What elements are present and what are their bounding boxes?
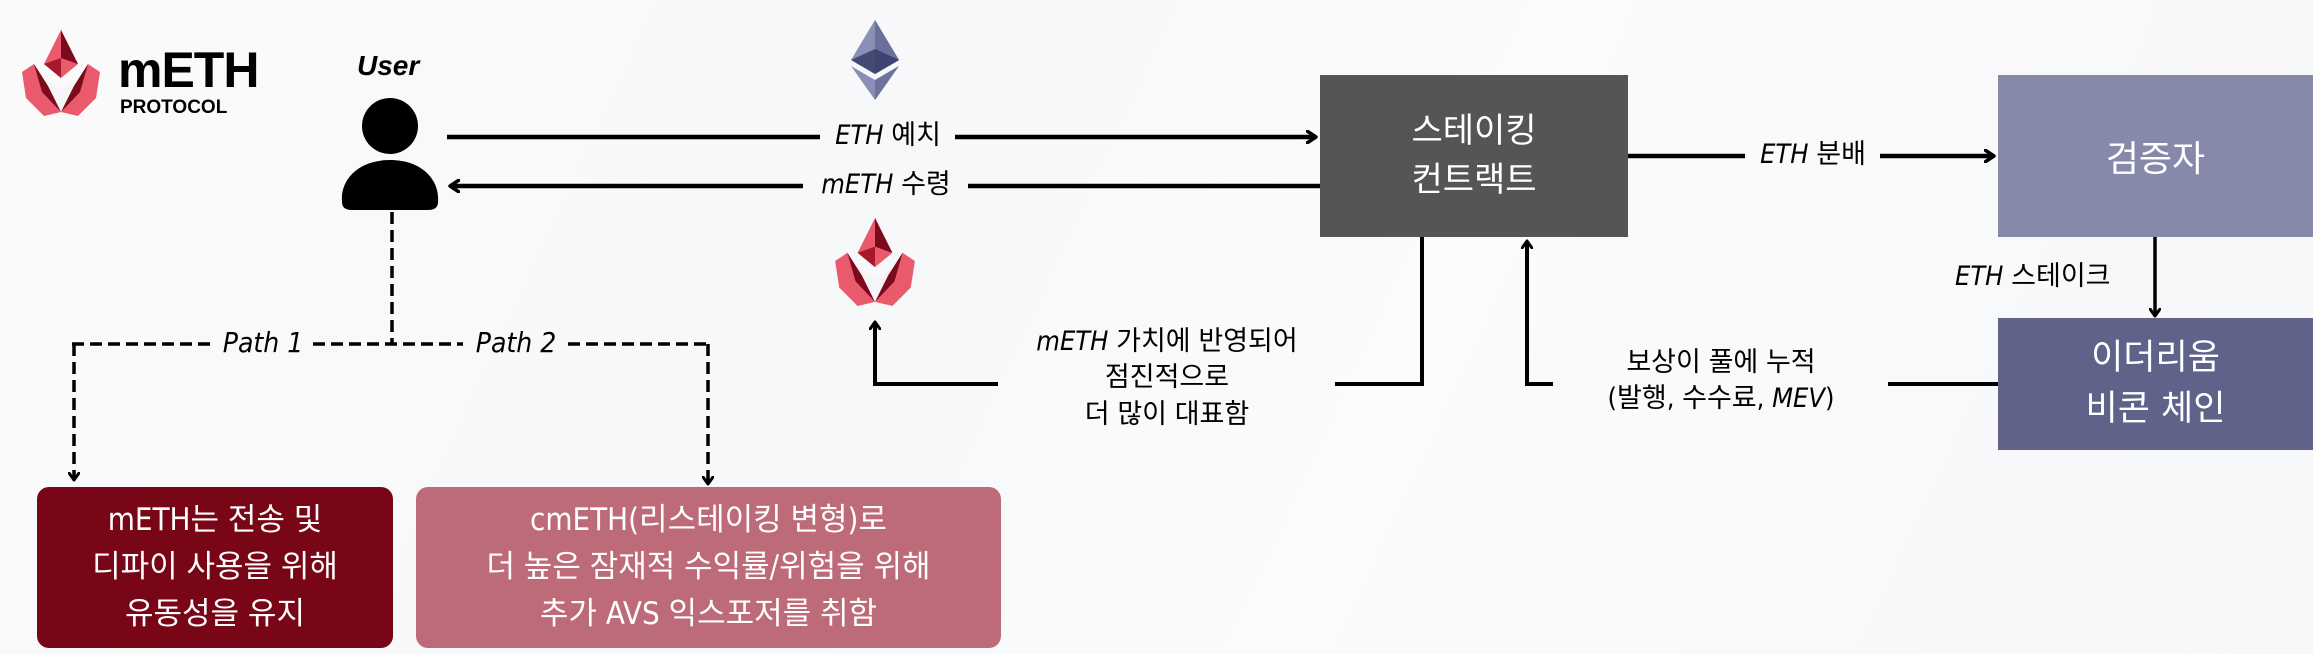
rewards-line1: 보상이 풀에 누적 xyxy=(1626,347,1816,378)
distribute-label: ETH 분배 xyxy=(1748,139,1878,171)
path1-label-text: Path 1 xyxy=(222,326,304,359)
value-reflect-text: 가치에 반영되어 xyxy=(1108,326,1298,357)
value-reflect-line3: 더 많이 대표함 xyxy=(1084,398,1250,430)
staking-contract-line1: 스테이킹 xyxy=(1411,110,1537,151)
path2-line: 추가 AVS 익스포저를 취함 xyxy=(539,596,878,633)
rewards-line2: (발행, 수수료, MEV) xyxy=(1556,381,1886,417)
path1-line: 디파이 사용을 위해 xyxy=(92,548,338,585)
meth-crystal-logo-icon xyxy=(22,30,100,116)
staking-contract-line2: 컨트랙트 xyxy=(1411,160,1537,200)
path1-outcome-box: mETH는 전송 및 디파이 사용을 위해 유동성을 유지 xyxy=(37,487,393,648)
path1-line: 유동성을 유지 xyxy=(125,596,305,633)
receive-label-text: 수령 xyxy=(893,169,951,200)
rewards-arrow xyxy=(1527,241,1998,386)
value-reflect-token: mETH xyxy=(1036,326,1109,357)
ethereum-diamond-icon xyxy=(851,20,899,100)
beacon-chain-line1: 이더리움 xyxy=(2091,338,2220,379)
path1-label: Path 1 xyxy=(214,326,312,360)
rewards-line2-suffix: ) xyxy=(1824,383,1835,415)
path1-line: mETH는 전송 및 xyxy=(107,501,323,538)
path2-line: 더 높은 잠재적 수익률/위험을 위해 xyxy=(486,548,931,585)
path-split-dashed xyxy=(72,212,710,484)
beacon-chain-line2: 비콘 체인 xyxy=(2085,389,2226,429)
meth-crystal-icon xyxy=(835,218,915,306)
distribute-label-text: 분배 xyxy=(1808,139,1866,170)
stake-label: ETH 스테이크 xyxy=(1955,261,2145,293)
path2-label: Path 2 xyxy=(465,326,567,360)
path2-label-text: Path 2 xyxy=(475,326,557,359)
rewards-label: 보상이 풀에 누적 (발행, 수수료, MEV) xyxy=(1556,345,1886,418)
validators-node: 검증자 xyxy=(1998,75,2313,237)
beacon-chain-node: 이더리움 비콘 체인 xyxy=(1998,318,2313,450)
stake-label-token: ETH xyxy=(1955,261,2004,292)
distribute-label-token: ETH xyxy=(1760,139,1809,170)
user-label: User xyxy=(357,50,420,81)
rewards-line2-mev: MEV xyxy=(1772,383,1825,415)
deposit-label-token: ETH xyxy=(835,120,884,151)
logo-subtitle: PROTOCOL xyxy=(120,97,228,118)
path2-outcome-box: cmETH(리스테이킹 변형)로 더 높은 잠재적 수익률/위험을 위해 추가 … xyxy=(416,487,1001,648)
receive-label: mETH 수령 xyxy=(805,169,967,201)
validators-label: 검증자 xyxy=(2105,139,2206,180)
deposit-label: ETH 예치 xyxy=(822,120,954,152)
value-reflect-label: mETH 가치에 반영되어 점진적으로 더 많이 대표함 xyxy=(1000,324,1334,433)
stake-label-text: 스테이크 xyxy=(2003,261,2111,292)
path2-line: cmETH(리스테이킹 변형)로 xyxy=(530,501,887,538)
staking-contract-node: 스테이킹 컨트랙트 xyxy=(1320,75,1628,237)
deposit-label-text: 예치 xyxy=(883,120,941,151)
user-person-icon xyxy=(341,98,439,210)
rewards-line2-prefix: (발행, 수수료, xyxy=(1607,383,1773,415)
receive-label-token: mETH xyxy=(821,169,894,200)
value-reflect-arrow xyxy=(875,237,1424,386)
value-reflect-line2: 점진적으로 xyxy=(1104,362,1230,394)
value-reflect-line1: mETH 가치에 반영되어 xyxy=(1000,324,1334,360)
logo: mETH PROTOCOL xyxy=(20,28,280,120)
logo-title: mETH xyxy=(118,42,259,98)
